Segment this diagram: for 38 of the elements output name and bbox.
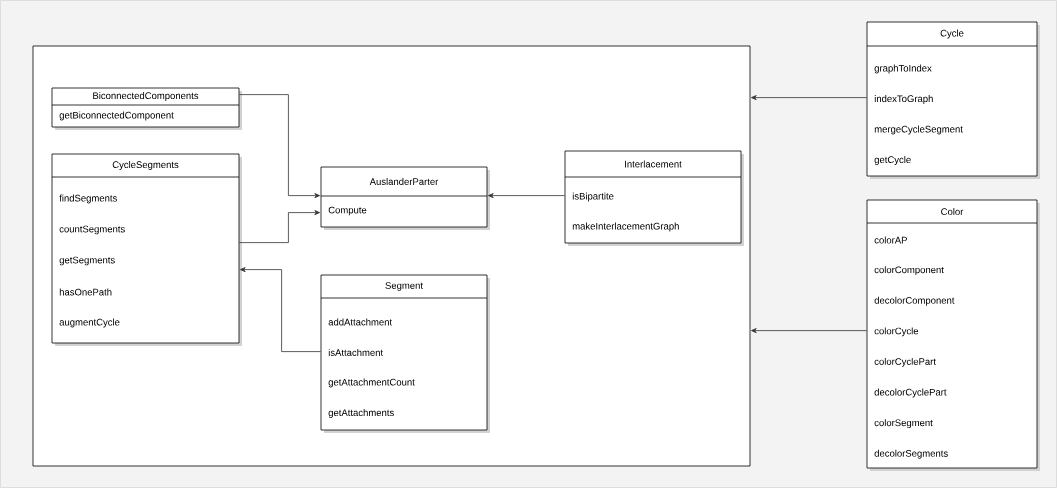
method-name: colorCycle	[874, 327, 919, 337]
method-name: mergeCycleSegment	[874, 125, 963, 135]
method-name: addAttachment	[328, 318, 393, 326]
class-name: Color	[941, 208, 964, 215]
method-name: augmentCycle	[59, 318, 120, 328]
method-name: decolorComponent	[874, 296, 955, 306]
arrow	[488, 193, 565, 199]
class-name: Interlacement	[625, 160, 682, 168]
method-name: getCycle	[874, 156, 911, 165]
method-name: isBipartite	[572, 192, 614, 202]
method-name: colorComponent	[874, 266, 944, 276]
arrow	[239, 210, 320, 243]
method-name: graphToIndex	[874, 64, 932, 74]
method-name: isAttachment	[328, 349, 384, 356]
class-name: Cycle	[940, 29, 964, 39]
arrow	[239, 94, 320, 199]
arrow	[240, 267, 321, 352]
method-name: getAttachmentCount	[328, 378, 415, 388]
method-name: getSegments	[59, 256, 115, 266]
arrow	[751, 95, 867, 101]
method-name: colorSegment	[874, 419, 933, 429]
arrow	[751, 328, 867, 334]
method-name: hasOnePath	[59, 288, 112, 296]
method-name: countSegments	[59, 225, 125, 235]
class-name: AuslanderParter	[369, 178, 439, 185]
method-name: getBiconnectedComponent	[59, 111, 174, 121]
method-name: decolorCyclePart	[874, 388, 947, 398]
method-name: colorAP	[874, 236, 907, 244]
class-name: BiconnectedComponents	[93, 92, 199, 101]
class-name: CycleSegments	[112, 161, 179, 170]
method-name: findSegments	[59, 194, 117, 204]
method-name: colorCyclePart	[874, 358, 936, 367]
class-name: Segment	[385, 282, 423, 291]
method-name: indexToGraph	[874, 95, 933, 104]
method-name: Compute	[328, 206, 367, 216]
method-name: getAttachments	[328, 409, 394, 418]
method-name: makeInterlacementGraph	[572, 222, 679, 232]
method-name: decolorSegments	[874, 449, 948, 459]
